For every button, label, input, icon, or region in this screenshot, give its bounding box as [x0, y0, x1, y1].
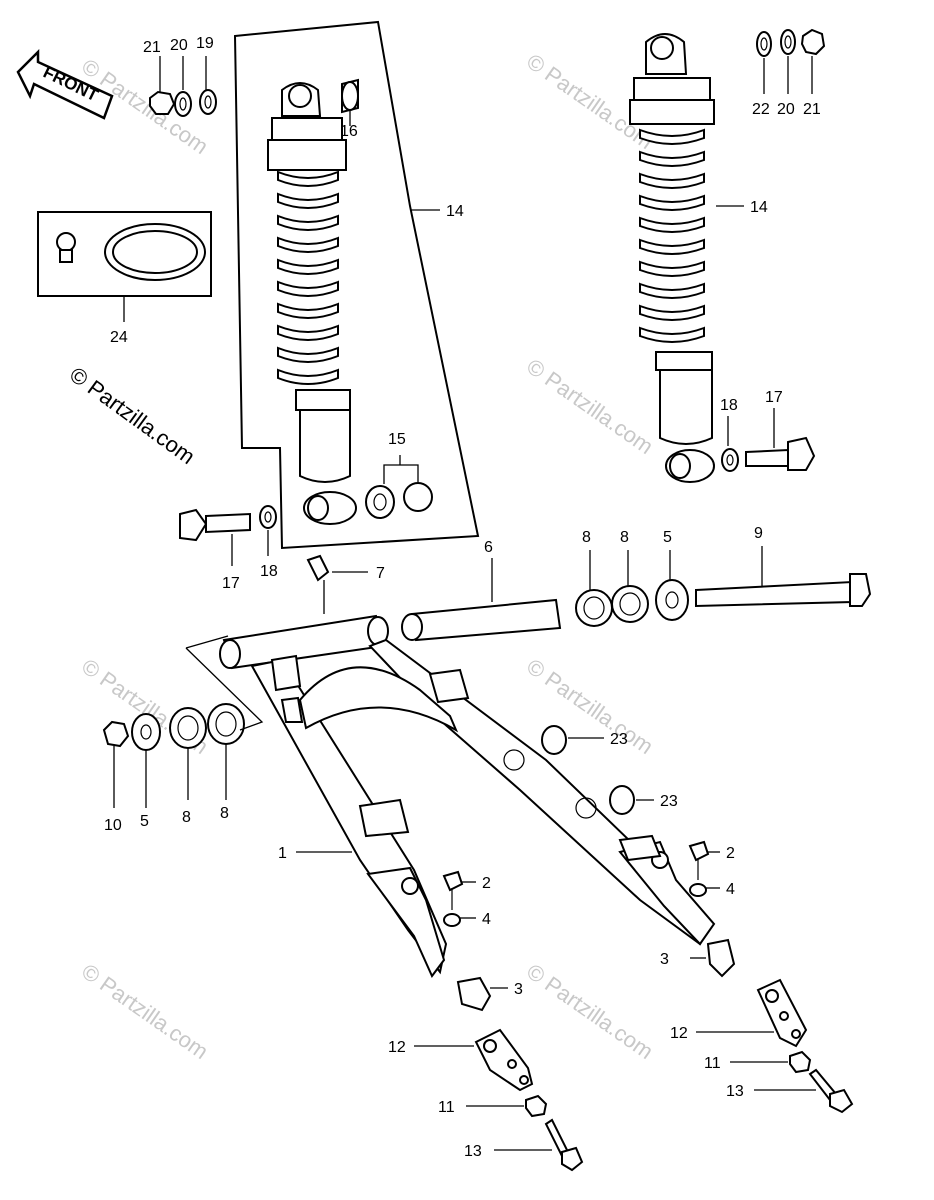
- callout-19: 19: [196, 35, 214, 52]
- callout-16: 16: [340, 123, 358, 140]
- callout-22: 22: [752, 101, 770, 118]
- adjuster-bolts: [494, 1068, 854, 1172]
- callout-7: 7: [376, 565, 385, 582]
- callout-17-right: 17: [765, 389, 783, 406]
- callout-8-right-a: 8: [582, 529, 591, 546]
- callout-17-left: 17: [222, 575, 240, 592]
- pivot-tube: [401, 558, 562, 642]
- right-spring: [639, 128, 705, 343]
- callout-10: 10: [104, 817, 122, 834]
- adjuster-nuts: [466, 1050, 812, 1118]
- callout-4-left: 4: [482, 911, 491, 928]
- watermark-7: © Partzilla.com: [522, 959, 658, 1065]
- callout-20: 20: [170, 37, 188, 54]
- adjuster-bolts-washers: [442, 840, 720, 927]
- clips: [503, 725, 654, 819]
- watermark-6: © Partzilla.com: [77, 959, 213, 1065]
- callout-8-left-a: 8: [182, 809, 191, 826]
- callout-18-left: 18: [260, 563, 278, 580]
- callout-12-left: 12: [388, 1039, 406, 1056]
- callout-11-left: 11: [438, 1099, 455, 1116]
- callout-12-right: 12: [670, 1025, 688, 1042]
- right-pivot-hardware: [575, 546, 872, 627]
- callout-8-right-b: 8: [620, 529, 629, 546]
- callout-23-a: 23: [610, 731, 628, 748]
- bushings: [365, 455, 433, 519]
- callout-21: 21: [143, 39, 161, 56]
- callout-21-right: 21: [803, 101, 821, 118]
- callout-4-right: 4: [726, 881, 735, 898]
- watermarks: © Partzilla.com © Partzilla.com © Partzi…: [77, 49, 658, 1065]
- swing-arm: [219, 614, 716, 978]
- callout-3-left: 3: [514, 981, 523, 998]
- chain-adjusters: [414, 978, 808, 1092]
- callout-13-left: 13: [464, 1143, 482, 1160]
- callout-23-b: 23: [660, 793, 678, 810]
- left-shock-box: [233, 20, 480, 550]
- right-shock-absorber: [629, 33, 715, 483]
- callout-2-left: 2: [482, 875, 491, 892]
- callout-1: 1: [278, 845, 287, 862]
- callout-5-left: 5: [140, 813, 149, 830]
- callout-8-left-b: 8: [220, 805, 229, 822]
- nut-washers-left: [149, 56, 217, 117]
- callout-3-right: 3: [660, 951, 669, 968]
- callout-24: 24: [110, 329, 128, 346]
- left-shock-collar-16: [341, 78, 359, 126]
- callout-9: 9: [754, 525, 763, 542]
- copyright-watermark: © Partzilla.com: [65, 362, 200, 469]
- callout-20-right: 20: [777, 101, 795, 118]
- left-bolt-washer: [179, 505, 277, 566]
- callout-13-right: 13: [726, 1083, 744, 1100]
- callout-6: 6: [484, 539, 493, 556]
- kit-box: [37, 211, 212, 322]
- nut-washers-right: [756, 28, 826, 94]
- watermark-3: © Partzilla.com: [522, 354, 658, 460]
- left-shock-absorber: [267, 82, 357, 525]
- grease-fitting: [306, 554, 368, 614]
- callout-11-right: 11: [704, 1055, 721, 1072]
- callout-5-right: 5: [663, 529, 672, 546]
- callout-2-right: 2: [726, 845, 735, 862]
- right-bolt-washer: [721, 408, 816, 472]
- left-spring: [277, 170, 339, 385]
- left-pivot-hardware: [102, 703, 245, 808]
- adjuster-blocks: [456, 938, 736, 1012]
- callout-15: 15: [388, 431, 406, 448]
- callout-18-right: 18: [720, 397, 738, 414]
- callout-14-left: 14: [446, 203, 464, 220]
- callout-14-right: 14: [750, 199, 768, 216]
